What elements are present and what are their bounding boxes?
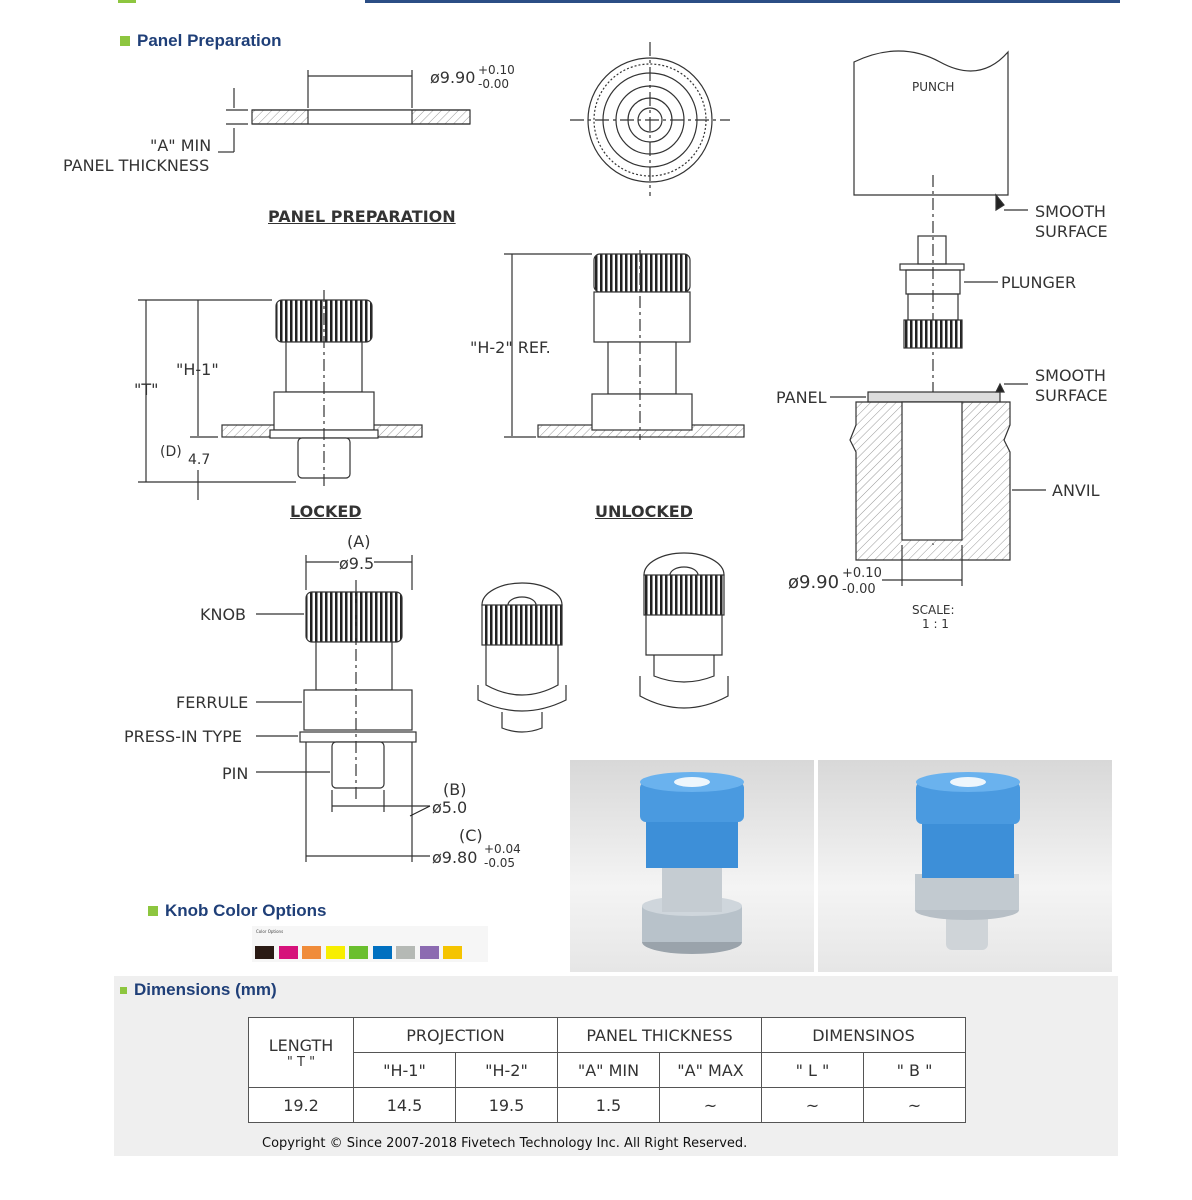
header-h1: "H-1" [353, 1052, 456, 1088]
ferrule-tol-plus: +0.04 [484, 842, 521, 856]
cell-h2: 19.5 [455, 1087, 558, 1123]
d-value: 4.7 [188, 452, 211, 468]
cell-b: ~ [863, 1087, 966, 1123]
dimensions-table: LENGTH " T " PROJECTION PANEL THICKNESS … [248, 1017, 966, 1123]
unlocked-title: UNLOCKED [595, 502, 693, 521]
t-label: "T" [134, 380, 159, 399]
locked-title: LOCKED [290, 502, 362, 521]
header-a-max: "A" MAX [659, 1052, 762, 1088]
cell-l: ~ [761, 1087, 864, 1123]
pin-label: PIN [222, 764, 249, 783]
bullet-square-icon [148, 906, 158, 916]
section-dimensions: Dimensions (mm) [120, 980, 277, 1000]
section-knob-color-options: Knob Color Options [148, 901, 326, 921]
color-swatch [278, 946, 298, 959]
cell-length: 19.2 [248, 1087, 354, 1123]
scale-label: SCALE: [912, 603, 955, 617]
a-dim-label: (A) [347, 532, 371, 551]
color-swatch [325, 946, 345, 959]
anvil-tol-plus: +0.10 [842, 566, 882, 581]
table-header-row: LENGTH " T " PROJECTION PANEL THICKNESS … [248, 1017, 966, 1088]
panel-hole-tol-minus: -0.00 [478, 77, 510, 91]
header-h2: "H-2" [455, 1052, 558, 1088]
color-swatch [419, 946, 439, 959]
blue-knob-unlocked-image [915, 772, 1020, 950]
color-swatch [302, 946, 321, 959]
section-panel-preparation: Panel Preparation [120, 31, 282, 51]
color-swatch [255, 946, 274, 959]
smooth-label-bottom: SMOOTH [1035, 366, 1106, 385]
bullet-square-icon [120, 986, 127, 994]
anvil-diameter: ø9.90 [788, 572, 840, 593]
header-length: LENGTH " T " [248, 1017, 354, 1088]
ferrule-diameter: ø9.80 [432, 848, 478, 867]
panel-hole-diameter: ø9.90 [430, 68, 476, 87]
cell-a-max: ~ [659, 1087, 762, 1123]
color-options-caption: Color Options [256, 929, 284, 934]
blue-knob-locked-image [640, 772, 744, 954]
header-b: " B " [863, 1052, 966, 1088]
anvil-tol-minus: -0.00 [842, 582, 876, 597]
a-min-label: "A" MIN [150, 136, 212, 155]
ferrule-label: FERRULE [176, 693, 249, 712]
h1-label: "H-1" [176, 360, 219, 379]
header-dimensinos: DIMENSINOS [761, 1017, 966, 1053]
panel-thickness-label: PANEL THICKNESS [63, 156, 210, 175]
ferrule-tol-minus: -0.05 [484, 856, 516, 870]
color-swatch [396, 946, 415, 959]
surface-label-bottom: SURFACE [1035, 386, 1108, 405]
color-swatch [443, 946, 462, 959]
plunger-label: PLUNGER [1001, 273, 1077, 292]
panel-preparation-title: PANEL PREPARATION [268, 207, 456, 226]
copyright-notice: Copyright © Since 2007-2018 Fivetech Tec… [262, 1136, 748, 1151]
table-row: 19.2 14.5 19.5 1.5 ~ ~ ~ [248, 1087, 966, 1123]
header-a-min: "A" MIN [557, 1052, 660, 1088]
header-rule [365, 0, 1120, 3]
surface-label-top: SURFACE [1035, 222, 1108, 241]
color-swatch [349, 946, 368, 959]
h2-label: "H-2" REF. [470, 338, 551, 357]
d-label: (D) [160, 444, 182, 460]
color-swatch-panel: Color Options [252, 926, 488, 962]
panel-label: PANEL [776, 388, 827, 407]
punch-label: PUNCH [912, 80, 955, 94]
anvil-label: ANVIL [1052, 481, 1100, 500]
knob-diameter: ø9.5 [339, 554, 375, 573]
cell-a-min: 1.5 [557, 1087, 660, 1123]
header-projection: PROJECTION [353, 1017, 558, 1053]
press-in-label: PRESS-IN TYPE [124, 727, 243, 746]
knob-label: KNOB [200, 605, 247, 624]
bullet-square-icon [120, 36, 130, 46]
table-subheader-row: "H-1" "H-2" "A" MIN "A" MAX " L " " B " [249, 1052, 966, 1088]
product-photo-locked [570, 760, 814, 972]
header-l: " L " [761, 1052, 864, 1088]
header-panel-thickness: PANEL THICKNESS [557, 1017, 762, 1053]
c-dim-label: (C) [459, 826, 483, 845]
scale-value: 1 : 1 [922, 617, 949, 631]
pin-diameter: ø5.0 [432, 798, 468, 817]
panel-hole-tol-plus: +0.10 [478, 63, 515, 77]
b-dim-label: (B) [443, 780, 467, 799]
smooth-label-top: SMOOTH [1035, 202, 1106, 221]
product-photo-unlocked [818, 760, 1112, 972]
technical-drawing [138, 42, 1046, 862]
header-accent [118, 0, 136, 3]
cell-h1: 14.5 [353, 1087, 456, 1123]
color-swatch [372, 946, 392, 959]
